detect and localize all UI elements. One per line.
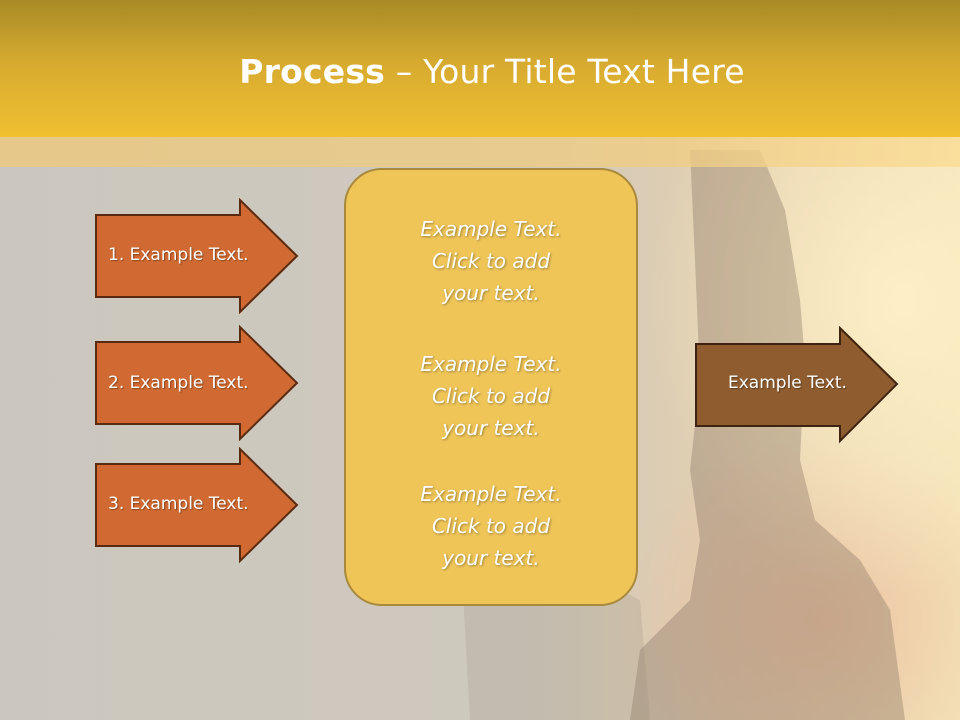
text-block-3: Example Text. Click to add your text. <box>346 478 636 574</box>
text-block-1-line-2: Click to add <box>431 249 551 273</box>
text-block-2-line-1: Example Text. <box>420 352 562 376</box>
left-arrow-2-label: 2. Example Text. <box>108 373 249 393</box>
title-bold-text: Process <box>239 52 386 91</box>
text-block-3-line-1: Example Text. <box>420 482 562 506</box>
text-block-1: Example Text. Click to add your text. <box>346 213 636 309</box>
center-text-box[interactable]: Example Text. Click to add your text. Ex… <box>344 168 638 606</box>
text-block-3-line-3: your text. <box>442 546 540 570</box>
right-arrow[interactable] <box>694 326 900 444</box>
title-rest-text: – Your Title Text Here <box>385 52 745 91</box>
left-arrow-3-label: 3. Example Text. <box>108 494 249 514</box>
text-block-1-line-1: Example Text. <box>420 217 562 241</box>
title-band <box>0 137 960 167</box>
text-block-2-line-3: your text. <box>442 416 540 440</box>
left-arrow-1-label: 1. Example Text. <box>108 245 249 265</box>
right-arrow-label: Example Text. <box>728 373 847 393</box>
title-bar <box>0 0 960 137</box>
left-arrow-3[interactable] <box>94 447 300 563</box>
slide-title[interactable]: Process – Your Title Text Here <box>0 52 960 91</box>
left-arrow-1[interactable] <box>94 198 300 314</box>
text-block-2-line-2: Click to add <box>431 384 551 408</box>
text-block-2: Example Text. Click to add your text. <box>346 348 636 444</box>
text-block-3-line-2: Click to add <box>431 514 551 538</box>
text-block-1-line-3: your text. <box>442 281 540 305</box>
left-arrow-2[interactable] <box>94 325 300 441</box>
